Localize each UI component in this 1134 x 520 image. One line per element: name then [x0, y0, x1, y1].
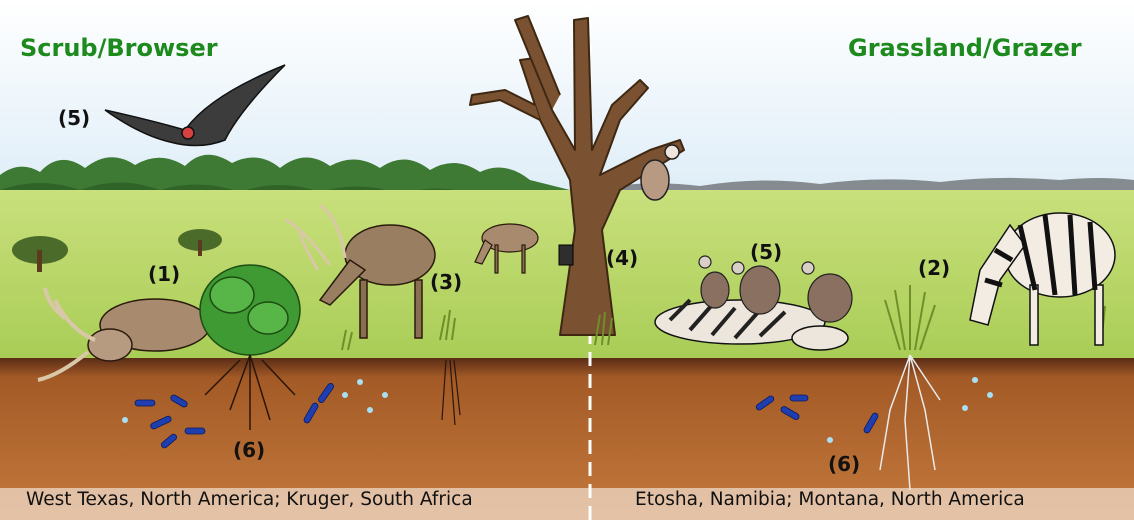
marker-left-grass: (3): [430, 270, 462, 294]
marker-camera-trap: (4): [606, 246, 638, 270]
panel-title-left: Scrub/Browser: [20, 34, 218, 62]
location-right: Etosha, Namibia; Montana, North America: [635, 489, 1025, 510]
marker-left-vulture: (5): [58, 106, 90, 130]
camera-trap: [559, 245, 573, 265]
marker-right-zebra: (2): [918, 256, 950, 280]
marker-left-soil: (6): [233, 438, 265, 462]
location-left: West Texas, North America; Kruger, South…: [26, 489, 473, 510]
panel-title-right: Grassland/Grazer: [848, 34, 1082, 62]
shrub: [200, 265, 300, 355]
marker-left-carcass: (1): [148, 262, 180, 286]
marker-right-vultures: (5): [750, 240, 782, 264]
marker-right-soil: (6): [828, 452, 860, 476]
